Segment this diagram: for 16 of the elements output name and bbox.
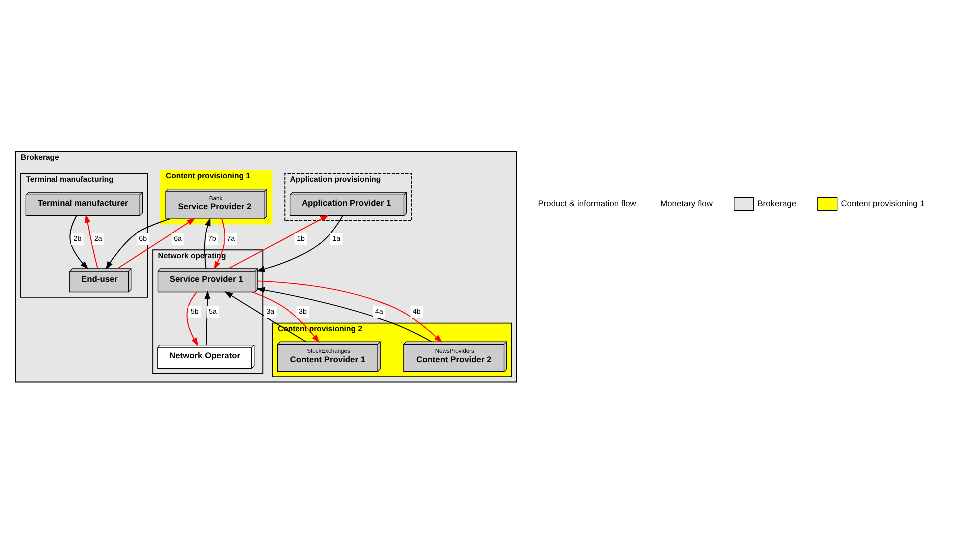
- arrow: [228, 214, 330, 269]
- arrow: [186, 291, 199, 346]
- legend-label: Product & information flow: [538, 198, 636, 208]
- arrow: [84, 214, 98, 269]
- arrow: [257, 280, 443, 342]
- arrow: [252, 291, 320, 343]
- arrow: [214, 218, 226, 270]
- arrow: [204, 290, 211, 346]
- arrow: [117, 218, 196, 269]
- arrow: [256, 286, 432, 342]
- legend-label: Content provisioning 1: [841, 198, 925, 208]
- legend-label: Brokerage: [758, 198, 796, 208]
- arrow: [204, 217, 211, 269]
- arrow: [106, 218, 170, 270]
- arrow: [224, 291, 307, 342]
- legend-label: Monetary flow: [660, 198, 713, 208]
